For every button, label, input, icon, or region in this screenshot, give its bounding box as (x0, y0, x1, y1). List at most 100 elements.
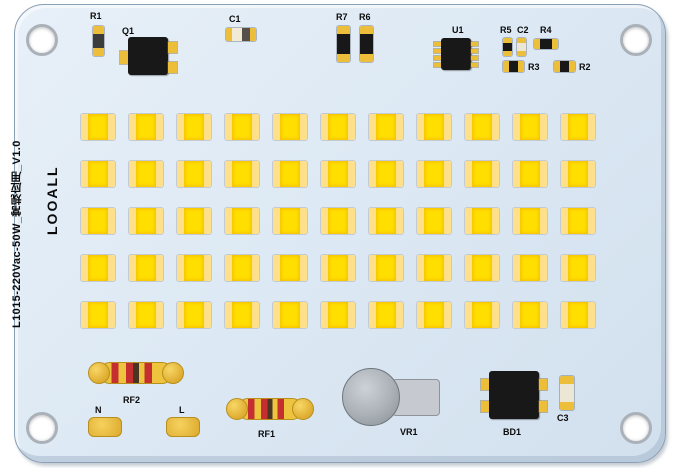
c2-body (517, 43, 526, 51)
led (81, 255, 115, 281)
led (81, 114, 115, 140)
led-pad-left (561, 114, 568, 140)
led-pad-right (108, 161, 115, 187)
led (369, 302, 403, 328)
u1-ic (434, 38, 478, 72)
led-chip (472, 255, 492, 281)
r5-pad (503, 38, 512, 43)
r5-body (503, 43, 512, 51)
led (369, 114, 403, 140)
q1-pin (120, 51, 129, 64)
led-pad-left (81, 255, 88, 281)
bd1-pin (539, 401, 547, 412)
q1-transistor (120, 37, 180, 77)
led-pad-left (129, 161, 136, 187)
led-chip (88, 114, 108, 140)
led (129, 114, 163, 140)
label-n: N (95, 405, 102, 415)
label-r4: R4 (540, 25, 552, 35)
led-pad-right (540, 114, 547, 140)
led-chip (88, 302, 108, 328)
led-pad-left (273, 161, 280, 187)
r1-body (93, 34, 104, 48)
led-pad-left (177, 114, 184, 140)
led-pad-right (108, 255, 115, 281)
led (561, 255, 595, 281)
led-pad-right (204, 161, 211, 187)
r2-resistor (554, 61, 575, 72)
led-chip (328, 161, 348, 187)
led-pad-left (369, 208, 376, 234)
led-pad-left (417, 255, 424, 281)
led-pad-left (369, 255, 376, 281)
led-pad-right (204, 302, 211, 328)
l-terminal-pad (166, 417, 200, 437)
led-pad-left (513, 114, 520, 140)
led-pad-right (588, 208, 595, 234)
c3-capacitor (560, 376, 574, 410)
led-chip (328, 208, 348, 234)
led-pad-right (348, 302, 355, 328)
r4-pad (534, 39, 540, 49)
mounting-hole-top-right (620, 24, 652, 56)
led-pad-left (465, 208, 472, 234)
led-chip (232, 302, 252, 328)
led (321, 114, 355, 140)
vr1-body (392, 379, 440, 416)
led-pad-right (444, 302, 451, 328)
r3-pad (503, 61, 509, 72)
r6-pad (360, 54, 373, 62)
label-rf2: RF2 (123, 395, 141, 405)
led-chip (328, 114, 348, 140)
led-chip (280, 161, 300, 187)
led-pad-left (177, 208, 184, 234)
r7-pad (337, 26, 350, 34)
led (465, 255, 499, 281)
led-pad-left (369, 302, 376, 328)
led-chip (424, 255, 444, 281)
led-chip (280, 114, 300, 140)
led-pad-right (108, 302, 115, 328)
led (129, 208, 163, 234)
led (129, 161, 163, 187)
led-pad-left (129, 302, 136, 328)
led (561, 302, 595, 328)
led-pad-right (396, 114, 403, 140)
led-pad-left (465, 114, 472, 140)
r6-pad (360, 26, 373, 34)
led-chip (424, 302, 444, 328)
bd1-pin (481, 379, 489, 390)
led-chip (136, 255, 156, 281)
r2-pad (554, 61, 560, 72)
rf1-pad (292, 398, 314, 420)
led-chip (184, 255, 204, 281)
led-pad-right (252, 302, 259, 328)
led (273, 255, 307, 281)
bd1-bridge-rectifier (481, 371, 547, 421)
led-pad-left (321, 161, 328, 187)
led-pad-left (561, 302, 568, 328)
led (465, 114, 499, 140)
c1-pad (226, 28, 232, 41)
led (513, 208, 547, 234)
r7-body (337, 34, 350, 54)
r4-pad (552, 39, 558, 49)
led (81, 302, 115, 328)
c2-pad (517, 51, 526, 56)
led-chip (568, 114, 588, 140)
led-pad-left (81, 114, 88, 140)
label-vr1: VR1 (400, 427, 418, 437)
led-chip (376, 208, 396, 234)
c3-body (560, 384, 574, 402)
led-pad-right (300, 208, 307, 234)
led-pad-right (300, 114, 307, 140)
label-r2: R2 (579, 62, 591, 72)
c1-body (232, 28, 250, 41)
label-r5: R5 (500, 25, 512, 35)
u1-pin (471, 49, 478, 53)
led-chip (568, 302, 588, 328)
led-pad-left (225, 302, 232, 328)
r1-resistor (93, 26, 104, 56)
led-pad-left (561, 255, 568, 281)
